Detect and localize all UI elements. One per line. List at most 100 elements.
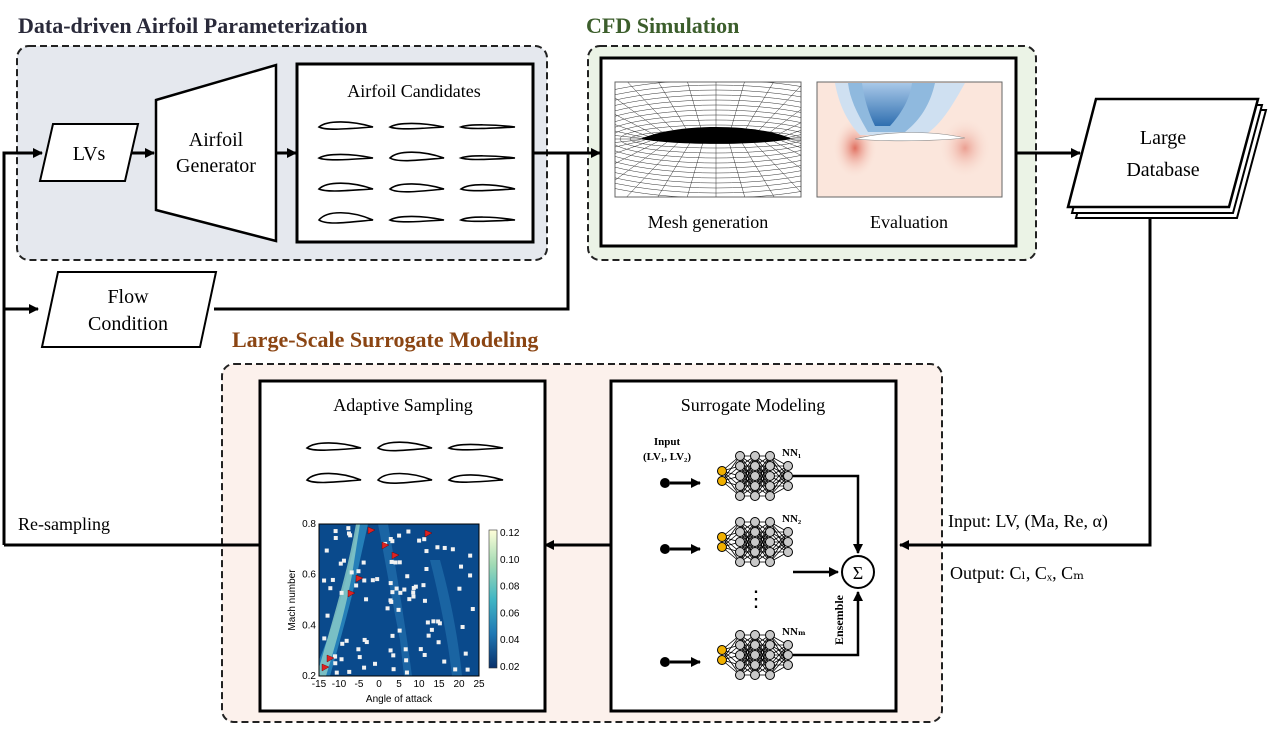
sample-point [421,583,426,588]
neuron [735,471,745,481]
selected-sample [367,526,376,535]
neuron [765,670,775,680]
neural-network: NN₁ [660,447,863,554]
sample-point [468,573,473,578]
neuron [750,547,760,557]
sample-point [344,638,349,643]
sample-point [385,606,390,611]
candidate-airfoil [388,151,445,162]
sample-point [325,613,330,618]
colorbar-tick: 0.10 [500,555,520,566]
nn-ellipsis: ⋮ [745,586,767,611]
neuron [750,491,760,501]
sample-point [424,549,429,554]
neuron [750,640,760,650]
neuron [735,451,745,461]
selected-sample [355,574,364,583]
heatmap-ytick: 0.2 [302,671,316,682]
colorbar-tick: 0.08 [500,582,520,593]
neuron [783,547,793,557]
sample-point [429,627,434,632]
neuron [750,517,760,527]
sample-point [398,590,403,595]
neuron [783,640,793,650]
neuron [750,557,760,567]
candidate-airfoil [458,155,516,161]
sample-point [362,637,367,642]
colorbar-tick: 0.02 [500,662,520,673]
neuron [750,660,760,670]
neuron [735,660,745,670]
neuron [783,527,793,537]
sample-point [468,553,473,558]
sample-point [411,590,416,595]
sample-point [347,669,352,674]
neuron [717,476,727,486]
sample-point [328,586,333,591]
sample-point [396,607,401,612]
nn-input-label: Input [654,436,681,448]
colorbar-tick: 0.04 [500,635,520,646]
heatmap-xtick: -15 [312,679,327,690]
sample-point [393,560,398,565]
sample-point [463,651,468,656]
sample-point [388,598,393,603]
nn-input-vars: (LV₁, LV₂) [643,451,691,463]
neuron [783,461,793,471]
neuron [750,471,760,481]
sampled-airfoil [447,474,504,483]
neuron [783,660,793,670]
sample-point [388,537,393,542]
sampled-airfoil [447,443,504,451]
sum-symbol: Σ [853,563,863,583]
neuron [750,527,760,537]
selected-sample [347,589,356,598]
param-section-title: Data-driven Airfoil Parameterization [18,13,367,38]
selected-sample [326,654,335,663]
heatmap-ytick: 0.6 [302,570,316,581]
heatmap-xtick: 10 [413,679,425,690]
sample-point [391,667,396,672]
resampling-label: Re-sampling [18,514,110,534]
sample-point [411,594,416,599]
neuron [735,491,745,501]
sample-point [435,545,440,550]
neuron [735,461,745,471]
sample-point [404,670,409,675]
neuron [735,537,745,547]
sample-point [333,661,338,666]
heatmap-xtick: -10 [332,679,347,690]
neural-network: NNₘ [660,591,863,680]
neuron [717,645,727,655]
neuron [735,527,745,537]
heatmap-xtick: 0 [376,679,382,690]
neuron [750,650,760,660]
sample-point [333,535,338,540]
sample-point [388,648,393,653]
sample-point [422,598,427,603]
database-label-line1: Large [1140,127,1186,149]
sample-point [362,578,367,583]
neuron [765,640,775,650]
sample-point [349,570,354,575]
heatmap-xlabel: Angle of attack [366,694,433,705]
lvs-node: LVs [38,123,140,182]
surrogate-section-title: Large-Scale Surrogate Modeling [232,327,538,352]
neuron [717,655,727,665]
sample-point [425,620,430,625]
sample-point [397,628,402,633]
candidate-airfoil [317,182,374,192]
heatmap-ytick: 0.8 [302,519,316,530]
sample-point [356,569,361,574]
neuron [783,537,793,547]
sample-point [403,647,408,652]
sampled-airfoil [305,442,362,451]
sample-point [426,633,431,638]
sample-point [390,633,395,638]
sample-point [404,658,409,663]
neuron [765,471,775,481]
sample-point [424,567,429,572]
neuron [765,517,775,527]
